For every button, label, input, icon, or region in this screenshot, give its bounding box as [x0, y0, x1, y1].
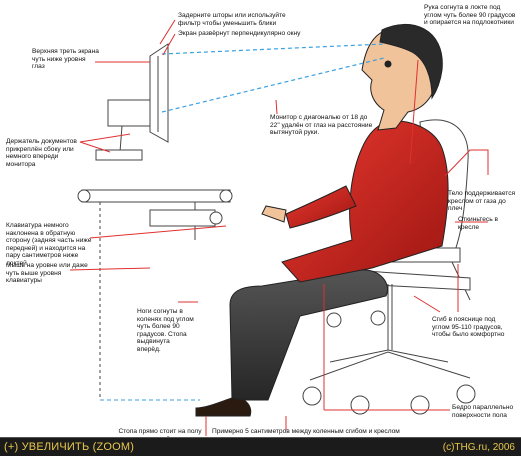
annotation-legs: Ноги согнуты в коленях под углом чуть бо…	[137, 308, 194, 353]
annotation-screen-perpendicular: Экран развёрнут перпендикулярно окну	[178, 30, 301, 37]
annotation-thighs: Бедро параллельно поверхности пола	[452, 404, 514, 419]
person	[195, 23, 449, 417]
annotation-mouse: Мышь на уровне или даже чуть выше уровня…	[6, 262, 88, 285]
annotation-keyboard: Клавиатура немного наклонена в обратную …	[6, 222, 92, 267]
leader-lines	[69, 19, 489, 436]
caption-bar: (+) УВЕЛИЧИТЬ (ZOOM) (c)THG.ru, 2006	[0, 437, 521, 456]
sight-lines	[161, 43, 385, 113]
annotation-back-support: Тело поддерживается креслом от газа до п…	[448, 190, 516, 213]
zoom-link[interactable]: (+) УВЕЛИЧИТЬ (ZOOM)	[4, 441, 135, 453]
desk	[77, 189, 233, 400]
annotation-lumbar: Сгиб в пояснице под углом 95-110 градусо…	[432, 316, 505, 339]
annotation-lean-back: Откиньтесь в кресле	[458, 216, 498, 231]
annotation-document-holder: Держатель документов прикреплён сбоку ил…	[6, 138, 77, 168]
annotation-monitor-distance: Монитор с диагональю от 18 до 22" удалён…	[270, 114, 373, 137]
annotation-glare: Задерните шторы или используйте фильтр ч…	[178, 12, 286, 27]
annotation-knee-gap: Примерно 5 сантиметров между коленным сг…	[212, 428, 400, 435]
monitor	[95, 43, 169, 161]
annotation-top-third: Верхняя треть экрана чуть ниже уровня гл…	[32, 48, 99, 71]
ergonomics-illustration	[69, 19, 489, 436]
copyright-text: (c)THG.ru, 2006	[442, 442, 515, 453]
annotation-arm-bent: Рука согнута в локте под углом чуть боле…	[424, 4, 516, 27]
